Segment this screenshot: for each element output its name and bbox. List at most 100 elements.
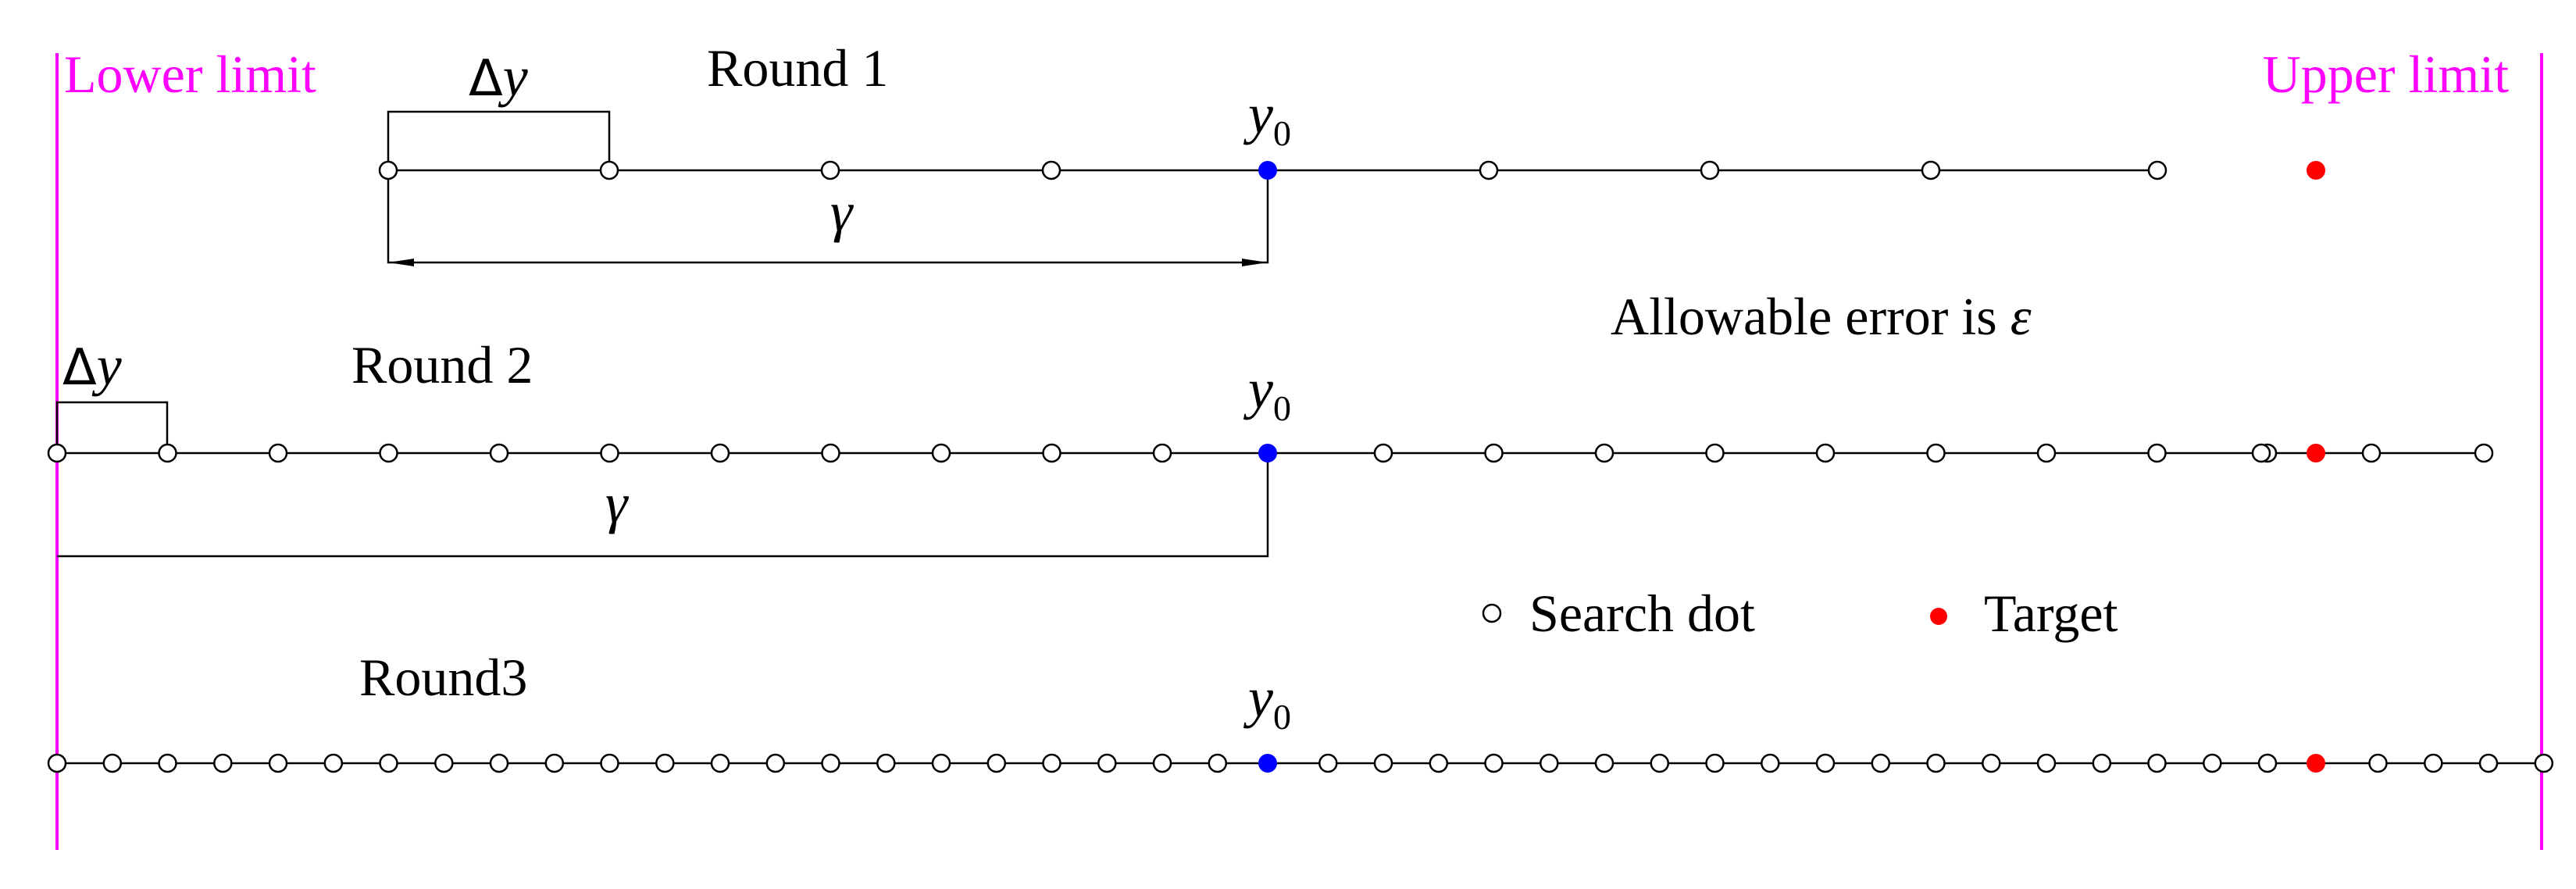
round-2-search-dot [2147, 443, 2167, 463]
round-3-search-dot [1208, 753, 1228, 773]
round-3-search-dot [2036, 753, 2057, 773]
round-3-y0-sub: 0 [1273, 697, 1291, 737]
round-1-gamma-arrow-left [388, 259, 414, 266]
legend-target-icon [1930, 608, 1947, 625]
round-1-delta-label: Δy [469, 45, 528, 108]
round-3-search-dot [379, 753, 398, 773]
epsilon-symbol: ε [2010, 287, 2032, 346]
lower-limit-label: Lower limit [64, 45, 316, 104]
round-3-search-dot [102, 753, 123, 773]
allowable-error-text: Allowable error is ε [1611, 287, 2032, 346]
round-2-search-dot [1705, 443, 1725, 463]
round-2-gamma-bracket [57, 453, 1269, 558]
round-3-search-dot [489, 753, 509, 773]
round-2-start-point [1258, 444, 1277, 462]
round-2-search-dot [931, 443, 951, 463]
round-3-search-dot [323, 753, 344, 773]
legend-search-dot-label: Search dot [1529, 584, 1755, 643]
round-2-search-dot [1042, 443, 1061, 463]
round-1-delta-var: y [498, 45, 528, 108]
round-3-search-dot [1982, 753, 2001, 773]
round-3-search-dot [544, 753, 565, 773]
allowable-error-prefix: Allowable error is [1611, 287, 2010, 346]
round-1-target [2307, 161, 2325, 180]
round-3-search-dot [1373, 753, 1393, 773]
round-1-label: Round 1 [707, 38, 888, 98]
round-3-search-dot [2534, 753, 2554, 773]
round-2-gamma-label: γ [605, 472, 629, 534]
round-1-search-dot [378, 160, 398, 180]
legend-target-label: Target [1984, 584, 2118, 643]
round-3-search-dot [1926, 753, 1946, 773]
round-1-search-dot [2147, 160, 2167, 180]
round-2-search-dot [1926, 443, 1946, 463]
round-3-search-dot [1429, 753, 1449, 773]
round-3-search-dot [434, 753, 454, 773]
round-2-search-dot [1484, 443, 1504, 463]
round-3-search-dot [2478, 753, 2499, 773]
round-3-search-dot [1871, 753, 1891, 773]
round-1-search-dot [1041, 160, 1061, 180]
round-3-search-dot [2203, 753, 2222, 773]
round-3-search-dot [213, 753, 233, 773]
round-3-search-dot [710, 753, 730, 773]
round-1-y0-label: y0 [1243, 83, 1291, 153]
round-3-search-dot [600, 753, 619, 773]
round-3-search-dot [987, 753, 1007, 773]
round-3-search-dot [1318, 753, 1338, 773]
round-1-start-point [1258, 161, 1277, 180]
round-2-search-dot [1815, 443, 1836, 463]
round-3-search-dot [2424, 753, 2443, 773]
round-3-search-dot [2368, 753, 2388, 773]
round-2-search-dot [710, 443, 730, 463]
round-2-search-dot [821, 443, 840, 463]
round-3-search-dots [47, 753, 2554, 773]
round-3-search-dot [931, 753, 951, 773]
round-1-search-dot [820, 160, 840, 180]
round-3-search-dot [1042, 753, 1061, 773]
round-2-search-dot [47, 443, 67, 463]
round-3-search-dot [765, 753, 786, 773]
round-1-y0-sub: 0 [1273, 113, 1291, 153]
round-2-search-dot [2036, 443, 2057, 463]
round-3-search-dot [1705, 753, 1725, 773]
round-3-y0-base: y [1243, 666, 1273, 729]
round-2-target [2307, 444, 2325, 462]
round-2-search-dot [158, 443, 177, 463]
round-3-search-dot [1761, 753, 1780, 773]
round-2-search-dot [600, 443, 619, 463]
round-2-search-dot [1373, 443, 1393, 463]
round-1-delta-symbol: Δ [469, 50, 503, 108]
round-1-gamma-arrow-right [1242, 259, 1268, 266]
legend-search-dot-icon [1482, 603, 1502, 623]
round-3-search-dot [1594, 753, 1614, 773]
round-2-label: Round 2 [351, 335, 533, 395]
round-2-y0-label: y0 [1243, 358, 1291, 428]
round-2-y0-sub: 0 [1273, 388, 1291, 428]
round-3-search-dot [1540, 753, 1559, 773]
round-3-search-dot [268, 753, 288, 773]
round-1-delta-bracket [387, 110, 611, 170]
round-1-search-dots [378, 160, 2167, 180]
round-3-search-dot [821, 753, 840, 773]
round-3-search-dot [158, 753, 177, 773]
round-2-search-dot [2361, 443, 2382, 463]
round-2-delta-var: y [91, 334, 122, 397]
round-2-search-dot [489, 443, 509, 463]
round-3-search-dot [47, 753, 67, 773]
round-2-search-dot [1152, 443, 1172, 463]
round-2-delta-label: Δy [62, 334, 122, 397]
round-3-search-dot [2092, 753, 2112, 773]
round-2-search-dot [268, 443, 288, 463]
upper-limit-label: Upper limit [2263, 45, 2510, 104]
round-1-search-dot [599, 160, 619, 180]
round-2-search-dot [1594, 443, 1614, 463]
round-3-search-dot [1650, 753, 1670, 773]
round-3-search-dot [1152, 753, 1172, 773]
round-3-start-point [1258, 754, 1277, 773]
round-1-search-dot [1921, 160, 1941, 180]
round-2-search-dot [2251, 443, 2271, 463]
round-2-delta-bracket [55, 401, 169, 453]
round-3-search-dot [1097, 753, 1117, 773]
